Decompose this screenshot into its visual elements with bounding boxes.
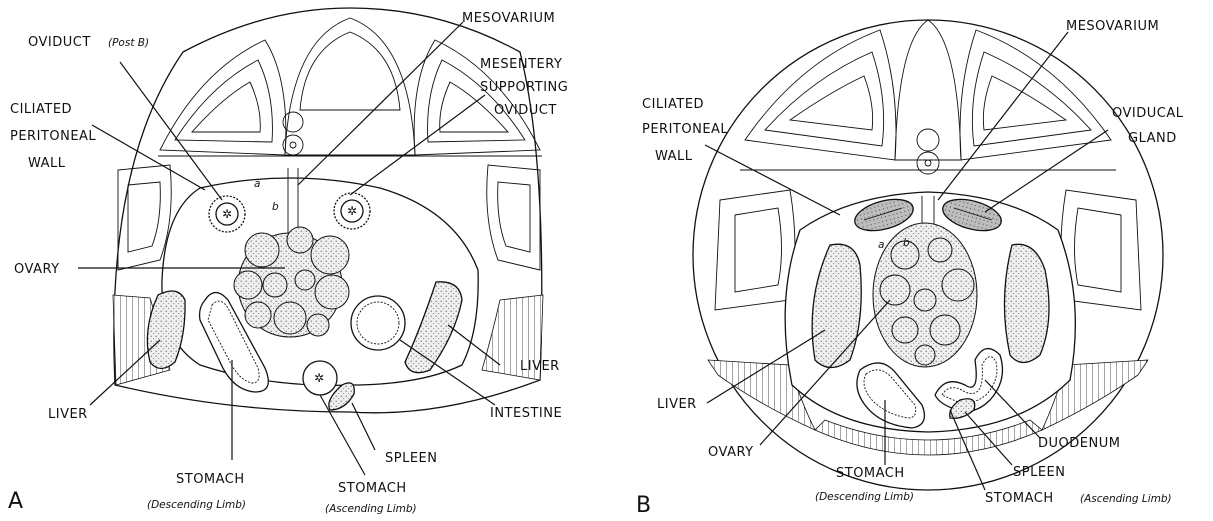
svg-text:✲: ✲ [314,371,324,385]
intestine-a [351,296,405,350]
label-ciliated-1-a: CILIATED [10,102,72,117]
svg-text:✲: ✲ [222,207,232,221]
label-mesovarium-a: MESOVARIUM [462,11,555,26]
label-mesentery-3-a: OVIDUCT [494,103,557,118]
label-a-small-b: a [878,239,884,251]
label-ciliated-1-b: CILIATED [642,97,704,112]
label-mesentery-2-a: SUPPORTING [480,80,568,95]
oviduct-right-a: ✲ [334,193,370,229]
label-stomach-desc-b: STOMACH [836,466,905,481]
label-ciliated-2-a: PERITONEAL [10,129,96,144]
label-stomach-desc-note-a: (Descending Limb) [147,499,246,511]
label-ciliated-3-b: WALL [655,149,693,164]
panel-b: MESOVARIUM OVIDUCAL GLAND CILIATED PERIT… [636,19,1184,518]
label-spleen-b: SPLEEN [1013,465,1066,480]
label-liver-left-a: LIVER [48,407,88,422]
label-mesentery-1-a: MESENTERY [480,57,562,72]
label-ovary-b: OVARY [708,445,754,460]
label-liver-b: LIVER [657,397,697,412]
label-a-small-a: a [254,178,260,190]
label-oviducal-1-b: OVIDUCAL [1112,106,1184,121]
label-oviducal-2-b: GLAND [1128,131,1177,146]
label-stomach-desc-a: STOMACH [176,472,245,487]
label-ciliated-3-a: WALL [28,156,66,171]
label-spleen-a: SPLEEN [385,451,438,466]
label-intestine-a: INTESTINE [490,406,562,421]
label-stomach-desc-note-b: (Descending Limb) [815,491,914,503]
panel-label-b: B [636,493,651,518]
label-mesovarium-b: MESOVARIUM [1066,19,1159,34]
liver-right-b [1004,244,1049,362]
panel-label-a: A [8,489,23,514]
label-b-small-a: b [272,201,279,213]
oviduct-left-a: ✲ [209,196,245,232]
svg-text:✲: ✲ [347,204,357,218]
label-duodenum-b: DUODENUM [1038,436,1120,451]
label-b-small-b: b [903,237,910,249]
label-oviduct-a: OVIDUCT [28,35,91,50]
panel-a: ✲ ✲ ✲ [8,8,568,515]
label-stomach-asc-note-b: (Ascending Limb) [1080,493,1172,505]
label-ciliated-2-b: PERITONEAL [642,122,728,137]
label-oviduct-note-a: (Post B) [108,37,149,49]
ovary-b [873,223,977,367]
label-stomach-asc-note-a: (Ascending Limb) [325,503,417,515]
label-liver-right-a: LIVER [520,359,560,374]
label-stomach-asc-b: STOMACH [985,491,1054,506]
label-stomach-asc-a: STOMACH [338,481,407,496]
label-ovary-a: OVARY [14,262,60,277]
